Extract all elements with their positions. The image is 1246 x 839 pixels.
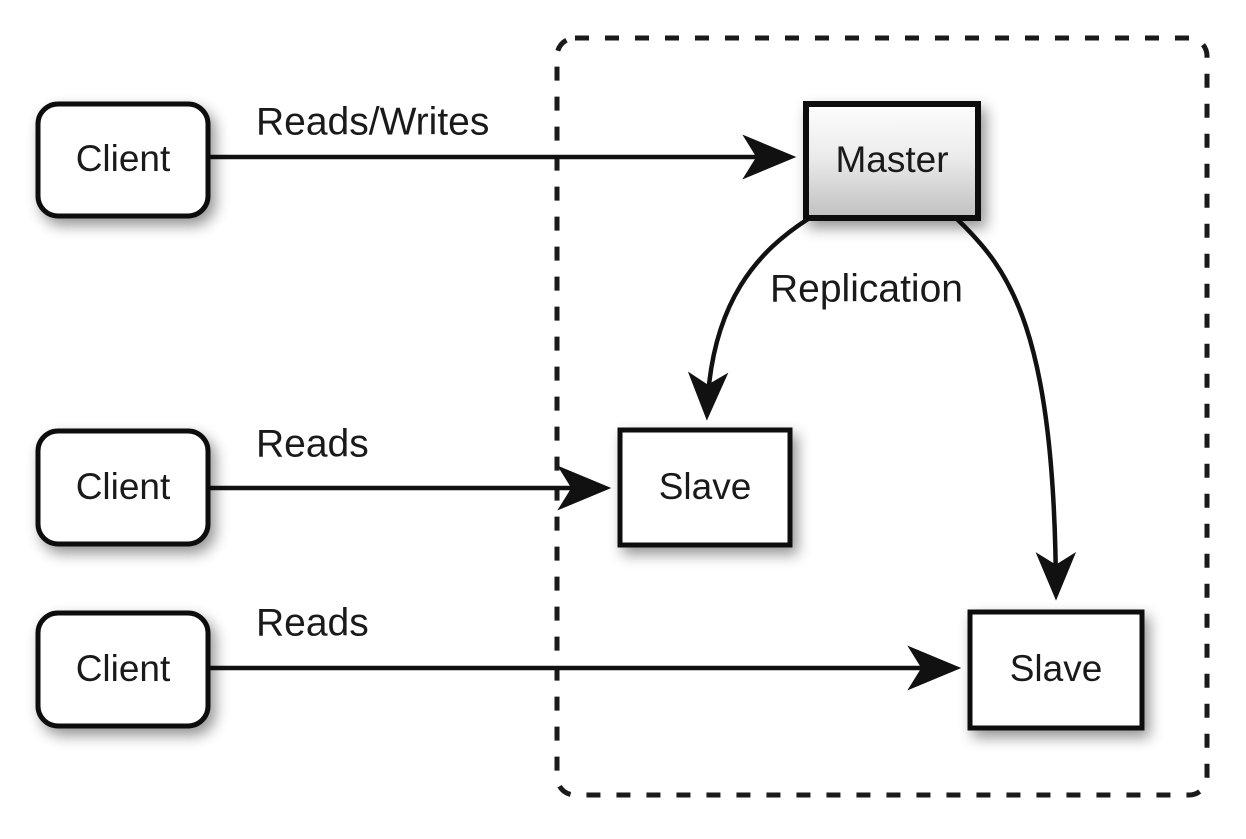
edge-label-reads-bottom: Reads (256, 601, 369, 644)
slave-bottom-shape[interactable] (967, 609, 1145, 731)
node-slave-bottom[interactable]: Slave (967, 609, 1145, 731)
node-slave-top[interactable]: Slave (617, 427, 793, 548)
client-top-label: Client (76, 138, 171, 179)
node-client-top[interactable]: Client (35, 101, 211, 219)
client-middle-shape[interactable] (35, 428, 211, 547)
client-bottom-label: Client (76, 648, 171, 689)
client-bottom-shape[interactable] (35, 610, 211, 729)
edge-master-to-slave-bottom (955, 217, 1077, 601)
client-top-shape[interactable] (35, 101, 211, 219)
database-cluster-boundary (554, 35, 1210, 798)
client-middle-label: Client (76, 466, 171, 507)
node-client-bottom[interactable]: Client (35, 610, 211, 729)
master-shape[interactable] (803, 101, 981, 221)
master-label: Master (835, 139, 948, 180)
edge-label-reads-writes: Reads/Writes (256, 100, 489, 143)
edge-label-replication: Replication (770, 267, 963, 310)
slave-top-label: Slave (659, 466, 752, 507)
edge-label-reads-middle: Reads (256, 422, 369, 465)
edge-master-to-slave-top (687, 217, 810, 421)
node-client-middle[interactable]: Client (35, 428, 211, 547)
node-master[interactable]: Master (803, 101, 981, 221)
slave-top-shape[interactable] (617, 427, 793, 548)
slave-bottom-label: Slave (1010, 648, 1103, 689)
